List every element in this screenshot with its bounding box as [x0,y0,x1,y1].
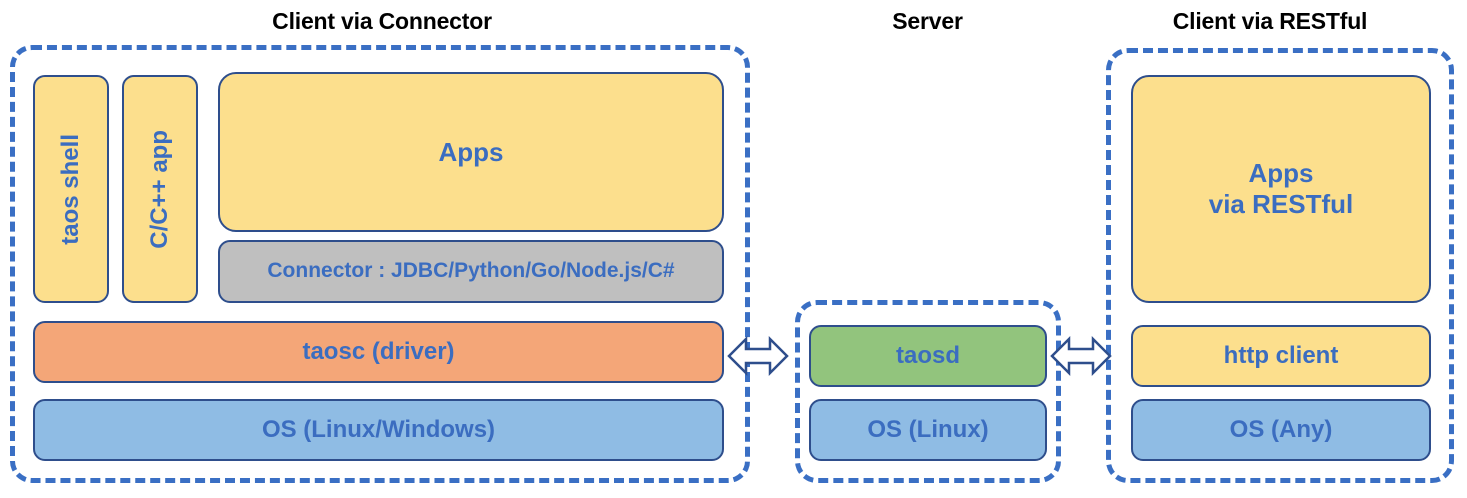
node-http-client-label: http client [1223,341,1339,369]
node-c-cpp-app-label: C/C++ app [145,129,173,249]
node-http-client[interactable]: http client [1131,325,1431,387]
container-client-via-connector [10,45,750,483]
container-client-via-restful [1106,48,1454,483]
node-connector-libraries[interactable]: Connector : JDBC/Python/Go/Node.js/C# [218,240,724,303]
node-taosc-driver[interactable]: taosc (driver) [33,321,724,383]
node-os-linux-label: OS (Linux) [867,415,989,443]
node-apps-via-restful-label-line2: via RESTful [1208,189,1354,219]
node-taosd-label: taosd [895,341,960,369]
node-c-cpp-app[interactable]: C/C++ app [122,75,198,303]
section-title-server: Server [892,8,963,34]
node-apps-via-restful[interactable]: Apps via RESTful [1131,75,1431,303]
node-taosc-driver-label: taosc (driver) [302,337,455,365]
node-apps-connector[interactable]: Apps [218,72,724,232]
node-connector-libraries-label: Connector : JDBC/Python/Go/Node.js/C# [267,259,675,283]
container-server [795,300,1061,483]
node-os-linux[interactable]: OS (Linux) [809,399,1047,461]
section-title-client-via-connector: Client via Connector [272,8,492,34]
node-os-linux-windows[interactable]: OS (Linux/Windows) [33,399,724,461]
node-os-any[interactable]: OS (Any) [1131,399,1431,461]
double-arrow-icon-server-to-restful [1050,335,1112,377]
node-taos-shell-label: taos shell [56,133,84,245]
node-apps-connector-label: Apps [438,136,504,167]
double-arrow-icon-connector-to-server [727,335,789,377]
node-os-linux-windows-label: OS (Linux/Windows) [261,415,496,443]
node-taosd[interactable]: taosd [809,325,1047,387]
node-os-any-label: OS (Any) [1229,415,1333,443]
section-title-client-via-restful: Client via RESTful [1172,8,1368,34]
node-apps-via-restful-label-line1: Apps [1248,158,1314,189]
node-taos-shell[interactable]: taos shell [33,75,109,303]
